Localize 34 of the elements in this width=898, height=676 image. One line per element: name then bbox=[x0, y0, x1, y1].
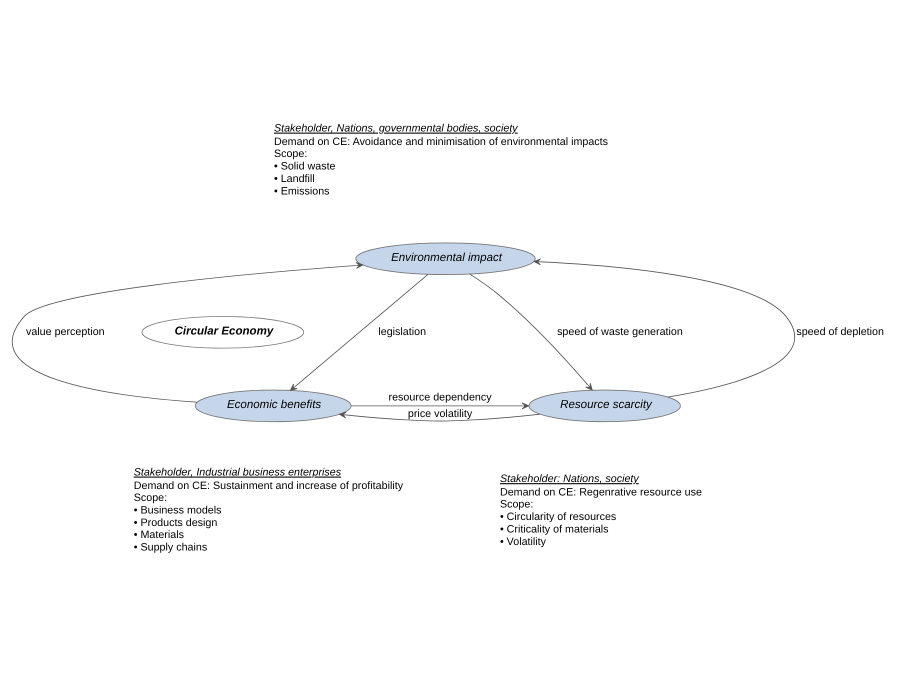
arrow bbox=[534, 258, 796, 397]
node-label: Demand on CE: Regenrative resource use bbox=[500, 486, 702, 498]
node-label: Stakeholder, Nations, governmental bodies, society bbox=[274, 122, 518, 134]
node-label: • Criticality of materials bbox=[500, 522, 609, 535]
node-label: Scope: bbox=[500, 498, 534, 510]
arrow bbox=[338, 411, 540, 421]
node-label: Stakeholder, Industrial business enterprises bbox=[134, 466, 342, 478]
node-label: • Solid waste bbox=[274, 160, 336, 172]
edge-label: legislation bbox=[378, 326, 426, 338]
node-label: • Emissions bbox=[274, 184, 330, 197]
arrow bbox=[12, 262, 364, 402]
edge-label: resource dependency bbox=[388, 390, 492, 403]
arrow bbox=[290, 273, 428, 390]
arrow bbox=[469, 273, 593, 390]
node-label: Scope: bbox=[274, 148, 308, 160]
node-ellipse: Economic benefits bbox=[194, 389, 352, 422]
arrow bbox=[350, 402, 530, 409]
edge-label: speed of waste generation bbox=[557, 326, 683, 338]
node-label: Scope: bbox=[134, 492, 168, 504]
edge-label: price volatility bbox=[408, 407, 472, 420]
node-ellipse: Resource scarcity bbox=[528, 389, 681, 422]
node-label: • Supply chains bbox=[134, 541, 208, 554]
node-label: • Circularity of resources bbox=[500, 510, 616, 523]
node-label: • Landfill bbox=[274, 172, 315, 184]
node-label: Demand on CE: Sustainment and increase of profitability bbox=[134, 479, 404, 492]
node-label: • Volatility bbox=[500, 535, 546, 548]
node-label: • Business models bbox=[134, 504, 222, 516]
node-label: Demand on CE: Avoidance and minimisation of environmental impacts bbox=[274, 135, 608, 148]
edge-label: speed of depletion bbox=[796, 326, 884, 338]
node-ellipse: Circular Economy bbox=[142, 316, 304, 348]
edge-label: value perception bbox=[26, 326, 105, 338]
node-label: • Products design bbox=[134, 516, 218, 528]
node-label: Stakeholder: Nations, society bbox=[500, 472, 639, 485]
node-label: • Materials bbox=[134, 528, 184, 541]
